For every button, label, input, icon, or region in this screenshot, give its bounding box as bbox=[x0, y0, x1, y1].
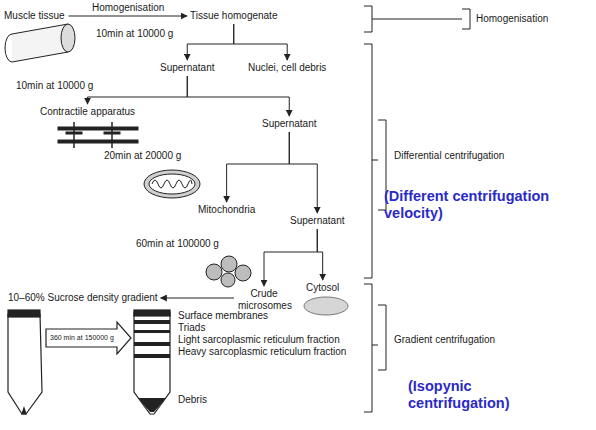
condition-label: 60min at 100000 g bbox=[136, 238, 219, 250]
node-text: Cytosol bbox=[306, 282, 339, 294]
stage-text-node: Mitochondria bbox=[198, 204, 255, 216]
condition-label: Differential centrifugation bbox=[394, 150, 504, 162]
flow-arrow bbox=[234, 24, 287, 60]
microsome-vesicles bbox=[206, 256, 251, 287]
stage-text-node: 10–60% Sucrose density gradient bbox=[8, 292, 158, 304]
condition-label: 360 min at 150000 g bbox=[50, 334, 114, 342]
mitochondrion bbox=[144, 170, 200, 198]
node-text: Supernatant bbox=[262, 118, 317, 130]
cytosol-blob bbox=[304, 297, 348, 315]
condition-label: 20min at 20000 g bbox=[104, 150, 181, 162]
condition-label: 10min at 10000 g bbox=[96, 28, 173, 40]
stage-text-node: Crude microsomes bbox=[238, 288, 290, 312]
flow-arrow bbox=[88, 76, 188, 104]
node-text: Crude microsomes bbox=[238, 288, 290, 312]
flow-arrow bbox=[317, 229, 322, 280]
condition-label: Surface membranes bbox=[178, 310, 268, 322]
condition-label: Debris bbox=[178, 394, 207, 406]
stage-text-node: Nuclei, cell debris bbox=[248, 62, 326, 74]
hollow-arrow bbox=[46, 322, 131, 354]
node-text: 10–60% Sucrose density gradient bbox=[8, 292, 158, 304]
node-text: Muscle tissue bbox=[4, 10, 65, 22]
condition-label: Light sarcoplasmic reticulum fraction bbox=[178, 334, 340, 346]
flow-arrow bbox=[227, 132, 290, 202]
node-text: Contractile apparatus bbox=[40, 106, 135, 118]
condition-label: 10min at 10000 g bbox=[16, 80, 93, 92]
condition-label: Triads bbox=[178, 322, 205, 334]
annotation-note: (Isopynic centrifugation) bbox=[408, 378, 558, 412]
stage-text-node: Supernatant bbox=[262, 118, 317, 130]
stage-text-node: Tissue homogenate bbox=[190, 10, 277, 22]
stage-text-node: Contractile apparatus bbox=[40, 106, 135, 118]
flow-arrow bbox=[187, 24, 233, 60]
gradient-tube bbox=[8, 310, 42, 414]
flow-arrow bbox=[187, 76, 289, 116]
flow-arrow bbox=[264, 229, 317, 286]
node-text: Supernatant bbox=[290, 215, 345, 227]
flow-arrow bbox=[289, 132, 317, 213]
stage-text-node: Muscle tissue bbox=[4, 10, 65, 22]
stage-text-node: Supernatant bbox=[290, 215, 345, 227]
stage-text-node: Cytosol bbox=[306, 282, 339, 294]
condition-label: Heavy sarcoplasmic reticulum fraction bbox=[178, 346, 346, 358]
node-text: Supernatant bbox=[160, 62, 215, 74]
node-text: Nuclei, cell debris bbox=[248, 62, 326, 74]
condition-label: Homogenisation bbox=[476, 13, 548, 25]
node-text: Mitochondria bbox=[198, 204, 255, 216]
contractile-filaments bbox=[58, 122, 138, 148]
stage-text-node: Supernatant bbox=[160, 62, 215, 74]
condition-label: Gradient centrifugation bbox=[394, 334, 495, 346]
flow-arrow bbox=[161, 298, 234, 299]
edge-label: Homogenisation bbox=[90, 2, 166, 14]
muscle-cylinder bbox=[5, 24, 75, 62]
node-text: Tissue homogenate bbox=[190, 10, 277, 22]
annotation-note: (Different centrifugation velocity) bbox=[384, 188, 592, 222]
flow-arrow bbox=[69, 16, 187, 17]
separated-tube bbox=[134, 310, 170, 414]
